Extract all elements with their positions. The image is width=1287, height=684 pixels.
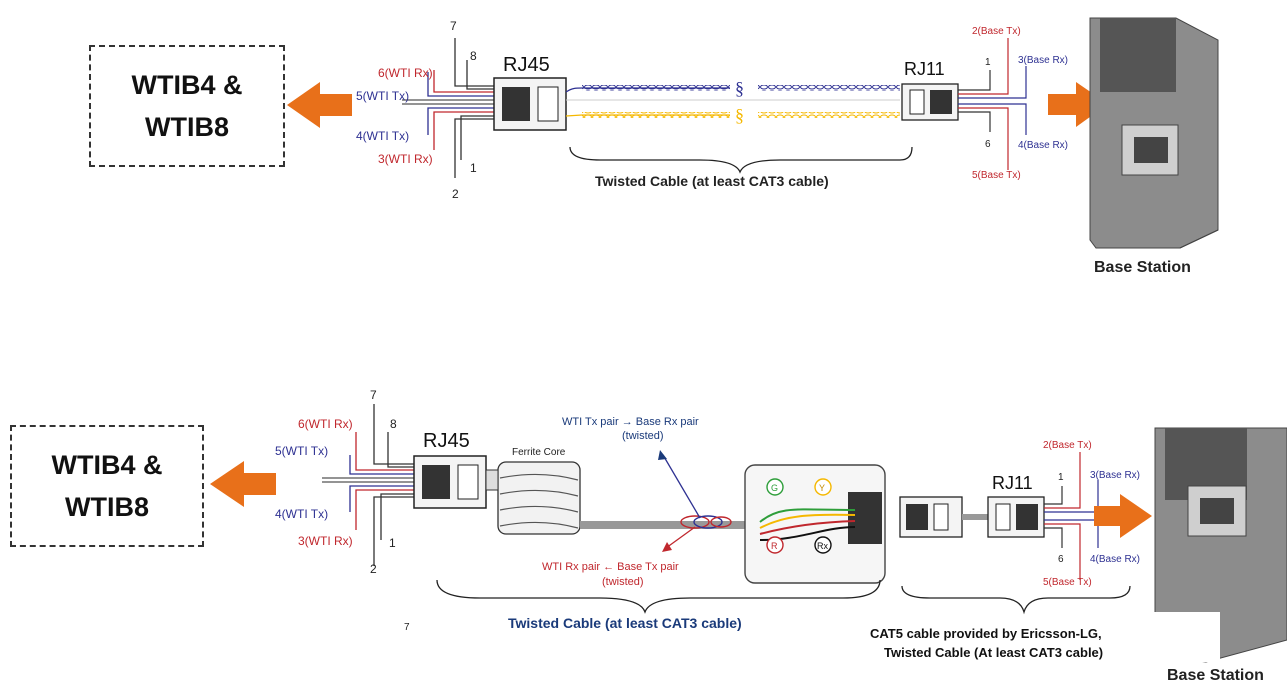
pin-label: 2(Base Tx) [1043,440,1092,451]
terminal-label: Rx [817,541,828,551]
rj45-label: RJ45 [423,430,470,452]
rj11-plug-middle [899,496,990,538]
bottom-left-wires [322,404,414,566]
break-mark-icon: § [735,78,744,98]
rx-pair-label: WTI Rx pair ← Base Tx pair [542,561,679,573]
annotation-arrow [665,526,696,549]
tx-pair-label: WTI Tx pair → Base Rx pair [562,416,699,428]
stray-mark: 7 [404,622,410,633]
base-station-label: Base Station [1167,667,1264,684]
rj11-number: 1 [985,57,991,68]
pin-label: 6(WTI Rx) [378,66,433,80]
pin-number: 7 [370,388,377,402]
terminal-label: G [771,483,778,493]
device-label-line2: WTIB8 [145,112,229,142]
rj45-connector-bottom [413,455,487,509]
device-box-bottom: WTIB4 & WTIB8 [10,425,204,547]
arrow-right-icon [1048,82,1108,127]
pin-label: 5(Base Tx) [1043,577,1092,588]
rj45-connector-top [493,77,567,131]
brace-bottom-right [901,585,1131,615]
pin-number: 1 [389,536,396,550]
arrow-up-icon [658,450,667,460]
pin-label: 3(Base Rx) [1018,55,1068,66]
pin-label: 3(WTI Rx) [298,534,353,548]
base-station-bottom [1150,427,1287,663]
rj11-number: 1 [1058,472,1064,483]
base-station-label: Base Station [1094,259,1191,276]
rj45-label: RJ45 [503,54,550,76]
device-label-line1: WTIB4 & [51,450,163,480]
rj11-connector-bottom [987,496,1045,538]
arrow-left-icon [210,461,276,507]
rj11-number: 6 [985,139,991,150]
brace-top [569,146,913,174]
pin-number: 2 [452,187,459,201]
break-mark-icon: § [735,105,744,125]
twisted-cable-top [565,85,900,118]
pin-label: 4(WTI Tx) [356,129,409,143]
cat5-label: CAT5 cable provided by Ericsson-LG, [870,626,1102,641]
pin-number: 8 [470,49,477,63]
rj11-label: RJ11 [904,59,945,79]
pin-label: 3(WTI Rx) [378,152,433,166]
pin-label: 2(Base Tx) [972,26,1021,37]
top-right-wires [958,38,1027,170]
cable-label: Twisted Cable (at least CAT3 cable) [508,615,742,631]
ferrite-label: Ferrite Core [512,447,566,458]
pin-label: 6(WTI Rx) [298,417,353,431]
brace-bottom-left [436,579,881,614]
pin-label: 4(WTI Tx) [275,507,328,521]
terminal-label: Y [819,483,825,493]
pin-number: 2 [370,562,377,576]
cat5-label: Twisted Cable (At least CAT3 cable) [884,645,1103,660]
rj11-label: RJ11 [992,473,1033,493]
pin-label: 5(WTI Tx) [356,89,409,103]
junction-box [744,464,886,584]
ferrite-core [485,461,581,535]
base-station-top [1089,17,1219,249]
arrow-down-icon [662,542,672,552]
device-label-line2: WTIB8 [65,492,149,522]
top-left-wires [402,38,494,178]
pin-label: 4(Base Rx) [1018,140,1068,151]
device-label-line1: WTIB4 & [131,70,243,100]
rx-pair-label: (twisted) [602,576,644,588]
annotation-arrow [662,454,701,519]
pin-label: 5(Base Tx) [972,170,1021,181]
device-box-top: WTIB4 & WTIB8 [89,45,285,167]
twist-knot [680,515,732,529]
pin-number: 7 [450,19,457,33]
arrow-right-icon [1094,494,1152,538]
pin-label: 3(Base Rx) [1090,470,1140,481]
pin-number: 8 [390,417,397,431]
pin-label: 5(WTI Tx) [275,444,328,458]
tx-pair-label: (twisted) [622,430,664,442]
pin-label: 4(Base Rx) [1090,554,1140,565]
arrow-left-icon [287,82,352,128]
cable-label: Twisted Cable (at least CAT3 cable) [595,173,829,189]
rj11-connector-top [901,83,959,121]
rj11-number: 6 [1058,554,1064,565]
terminal-label: R [771,541,778,551]
pin-number: 1 [470,161,477,175]
